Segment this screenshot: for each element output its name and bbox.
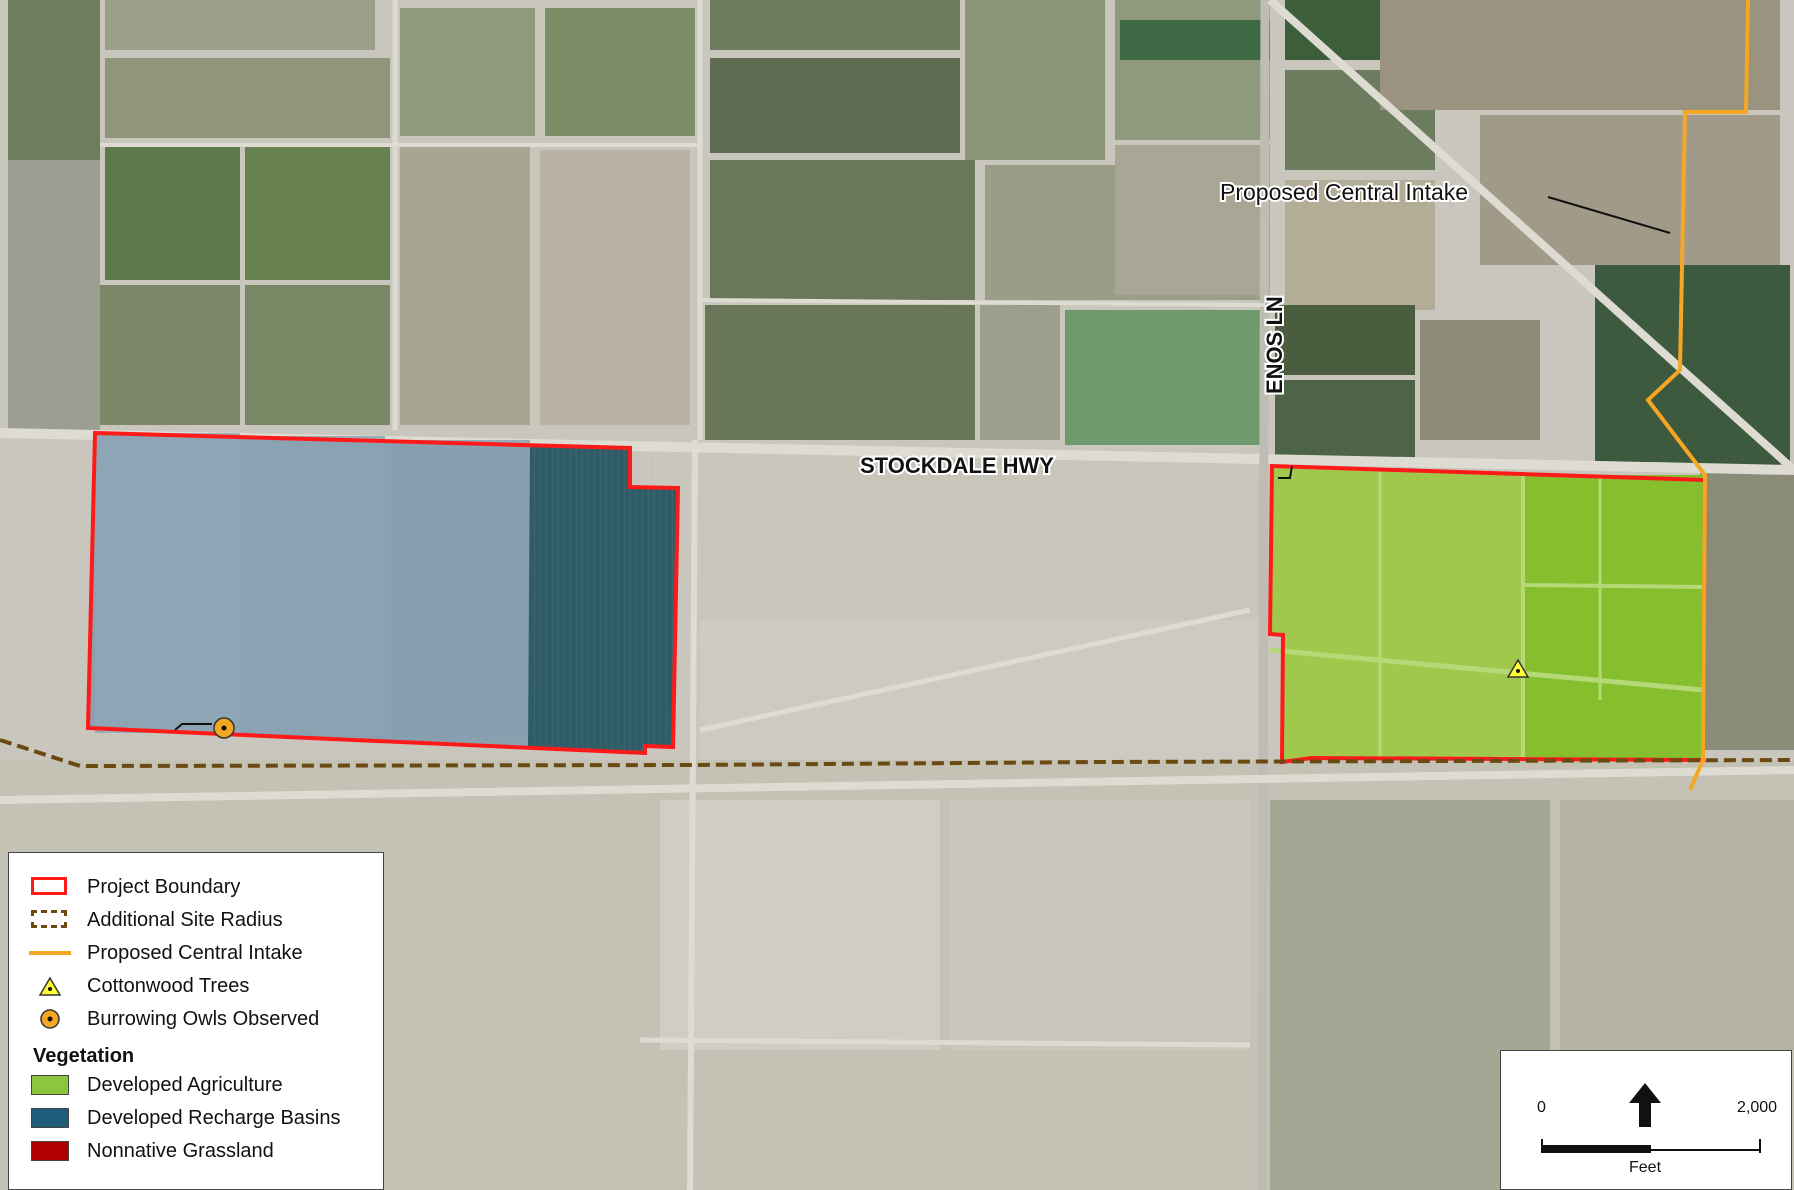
farm-fields (8, 0, 1794, 750)
enos-ln-label: ENOS LN (1262, 296, 1287, 394)
recharge-basins-parcel (88, 433, 678, 753)
scale-max-label: 2,000 (1737, 1099, 1778, 1116)
map-legend: Project Boundary Additional Site Radius … (8, 852, 384, 1190)
legend-label: Project Boundary (87, 875, 241, 898)
owl-leader-line (174, 723, 212, 731)
legend-row-owls: Burrowing Owls Observed (9, 1005, 319, 1033)
scale-bar-box: 0 2,000 Feet (1500, 1050, 1792, 1190)
east-leader-line (1278, 465, 1293, 479)
grassland-swatch (29, 1139, 71, 1163)
legend-row-recharge: Developed Recharge Basins (9, 1104, 341, 1132)
site-radius-swatch (29, 908, 71, 932)
recharge-swatch (29, 1106, 71, 1130)
legend-label: Developed Recharge Basins (87, 1106, 341, 1129)
cottonwood-tree-marker[interactable] (1506, 658, 1530, 678)
legend-row-agriculture: Developed Agriculture (9, 1071, 283, 1099)
proposed-central-intake-line (1645, 0, 1750, 791)
legend-label: Nonnative Grassland (87, 1139, 274, 1162)
legend-label: Additional Site Radius (87, 908, 283, 931)
legend-label: Burrowing Owls Observed (87, 1007, 320, 1030)
legend-row-site-radius: Additional Site Radius (9, 906, 283, 934)
project-boundary-swatch (29, 875, 71, 899)
legend-label: Developed Agriculture (87, 1073, 283, 1096)
legend-label: Cottonwood Trees (87, 974, 250, 997)
scale-min-label: 0 (1537, 1099, 1546, 1116)
legend-row-cottonwood: Cottonwood Trees (9, 972, 249, 1000)
project-boundary-west (85, 430, 681, 756)
vegetation-heading: Vegetation (33, 1045, 135, 1067)
north-arrow-icon (1629, 1083, 1661, 1127)
scale-bar (1541, 1139, 1761, 1155)
burrowing-owl-marker[interactable] (213, 717, 235, 739)
intake-swatch (29, 941, 71, 965)
legend-label: Proposed Central Intake (87, 941, 303, 964)
additional-site-radius (0, 738, 1794, 769)
cottonwood-tree-icon (29, 974, 71, 998)
intake-leader-line (1547, 196, 1671, 234)
proposed-central-intake-label: Proposed Central Intake (1220, 179, 1468, 205)
burrowing-owl-icon (29, 1007, 71, 1031)
legend-row-grassland: Nonnative Grassland (9, 1137, 274, 1165)
agriculture-parcel (1269, 466, 1705, 762)
agriculture-swatch (29, 1073, 71, 1097)
scale-unit-label: Feet (1629, 1159, 1662, 1176)
stockdale-hwy-label: STOCKDALE HWY (860, 453, 1054, 478)
legend-row-intake: Proposed Central Intake (9, 939, 303, 967)
legend-row-project-boundary: Project Boundary (9, 873, 240, 901)
